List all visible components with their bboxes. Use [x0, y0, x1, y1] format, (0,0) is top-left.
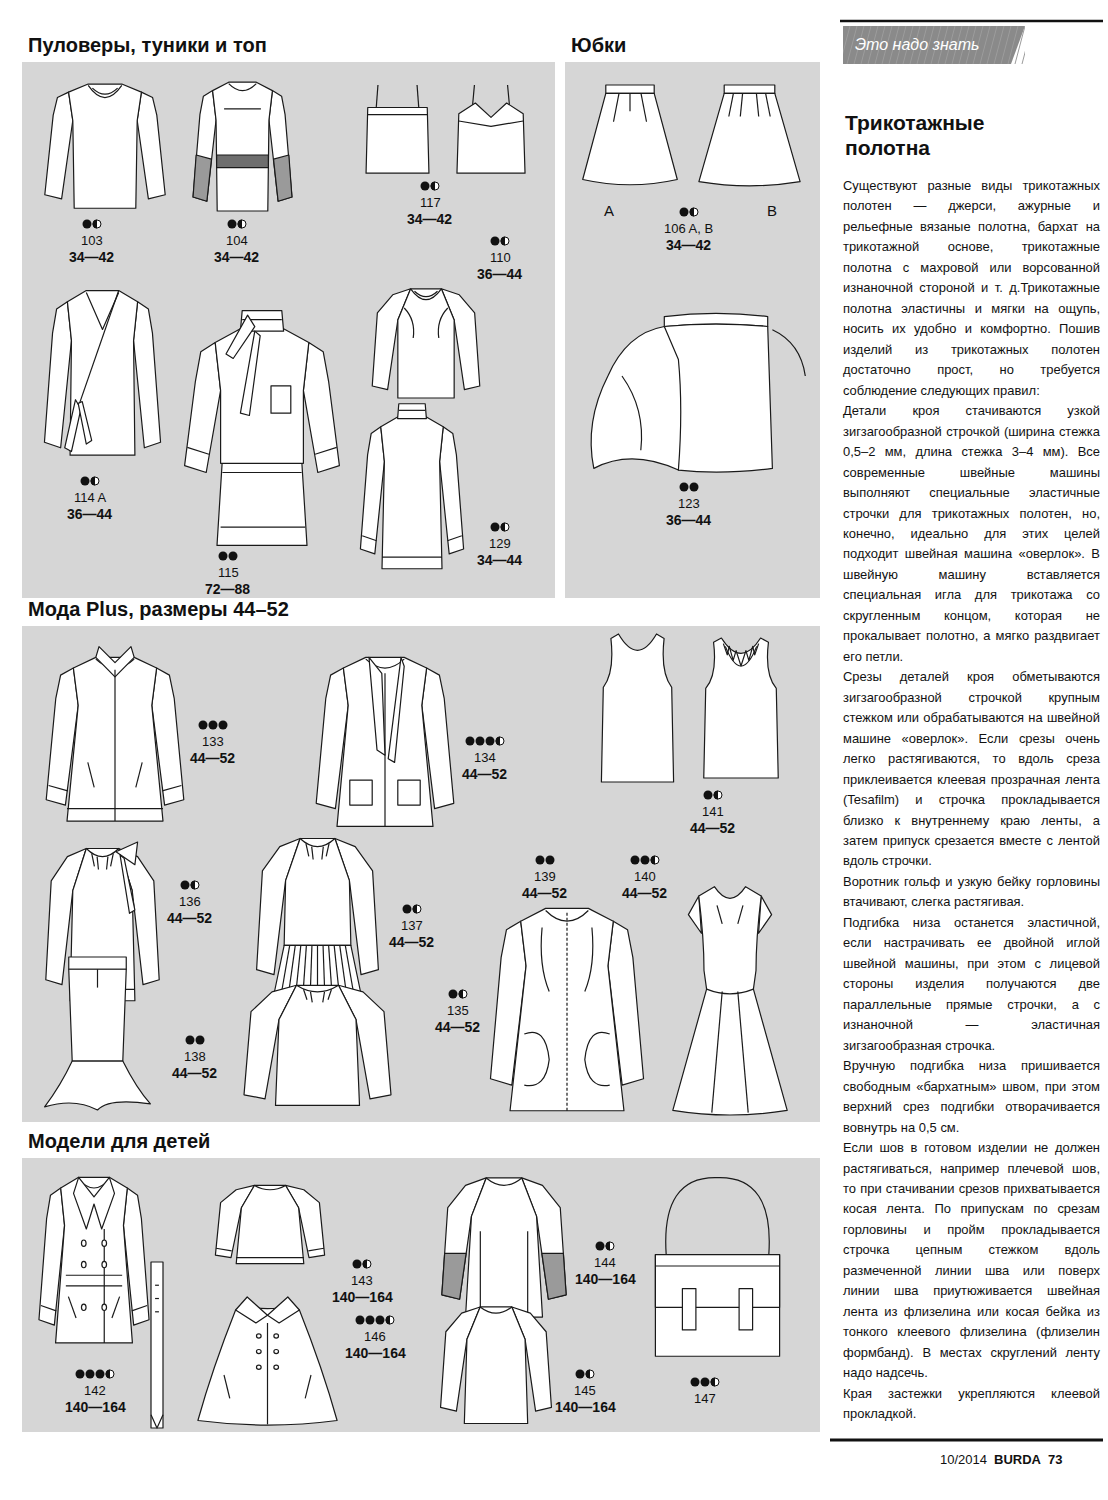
article-paragraph: Существуют разные виды трикотажных полот…	[843, 176, 1100, 401]
rule-line	[830, 1439, 1103, 1442]
section-panel: Юбки	[565, 62, 820, 598]
section-heading: Пуловеры, туники и топ	[28, 33, 267, 57]
rule-line	[840, 20, 1103, 23]
sidebar: Трикотажные полотна Существуют разные ви…	[843, 0, 1100, 1500]
banner-hatch	[1022, 26, 1025, 64]
article-body: Существуют разные виды трикотажных полот…	[843, 176, 1100, 1425]
article-paragraph: Срезы деталей кроя обметываются зигзагоо…	[843, 667, 1100, 872]
section-panel: Пуловеры, туники и топ	[22, 62, 555, 598]
article-paragraph: Вручную подгибка низа пришивается свобод…	[843, 1056, 1100, 1138]
section-heading: Модели для детей	[28, 1129, 210, 1153]
footer: 10/2014 BURDA 73	[940, 1452, 1062, 1468]
article-paragraph: Если шов в готовом изделии не должен рас…	[843, 1138, 1100, 1384]
article-paragraph: Подгибка низа останется эластичной, если…	[843, 913, 1100, 1056]
banner-fill	[843, 26, 1025, 64]
article-paragraph: Края застежки укрепляются клеевой прокла…	[843, 1384, 1100, 1425]
banner-heading: Это надо знать	[843, 26, 1025, 55]
section-panel: Мода Plus, размеры 44–52	[22, 626, 820, 1122]
article-paragraph: Детали кроя стачиваются узкой зигзагообр…	[843, 401, 1100, 667]
page-number: 73	[1048, 1452, 1062, 1468]
section-banner: Это надо знать	[843, 26, 1025, 64]
section-heading: Юбки	[571, 33, 626, 57]
magazine-name: BURDA	[994, 1452, 1041, 1468]
issue-date: 10/2014	[940, 1452, 987, 1468]
article-title: Трикотажные полотна	[845, 110, 1045, 160]
section-heading: Мода Plus, размеры 44–52	[28, 597, 289, 621]
article-paragraph: Воротник гольф и узкую бейку горловины в…	[843, 872, 1100, 913]
section-panel: Модели для детей	[22, 1158, 820, 1432]
article-title-box: Трикотажные полотна	[845, 110, 1045, 160]
